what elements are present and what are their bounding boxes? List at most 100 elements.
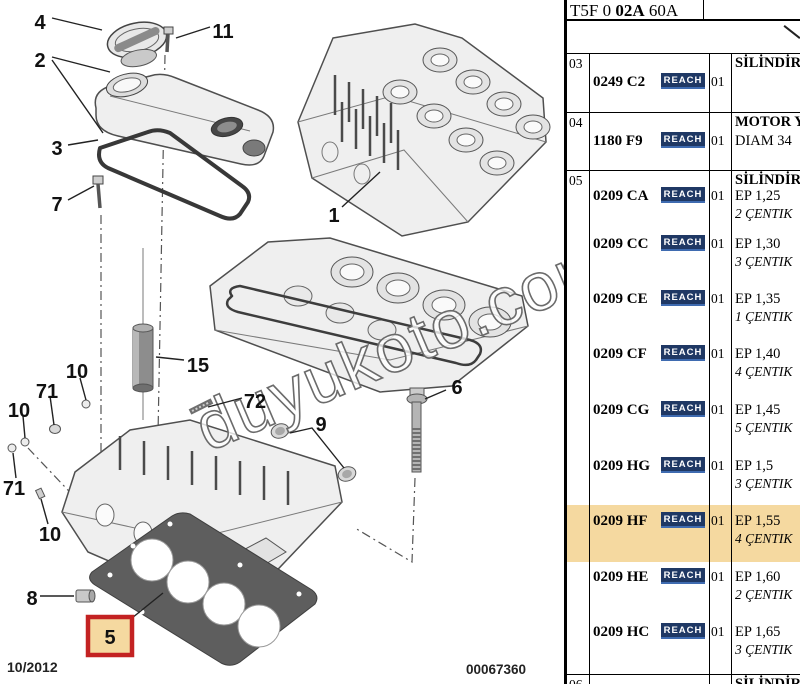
- part-code[interactable]: 0209 CE: [593, 291, 648, 307]
- callout-8[interactable]: 8: [26, 588, 37, 610]
- description-title: SİLİNDİR: [735, 676, 800, 684]
- callout-15[interactable]: 15: [187, 355, 209, 377]
- callout-4[interactable]: 4: [34, 12, 46, 34]
- col-line-qty: [709, 53, 710, 684]
- callout-72[interactable]: 72: [244, 391, 266, 413]
- callout-5[interactable]: 5: [104, 627, 115, 649]
- quantity: 01: [711, 569, 725, 584]
- description-line: 4 ÇENTIK: [735, 364, 793, 379]
- part-code[interactable]: 0209 CF: [593, 346, 647, 362]
- reach-badge[interactable]: REACH: [661, 568, 705, 584]
- description-title: SİLİNDİR K: [735, 172, 800, 188]
- bolt6-axis: [354, 477, 416, 564]
- description-line: EP 1,65: [735, 624, 781, 640]
- part-code[interactable]: 0209 HC: [593, 624, 650, 640]
- row-number: 04: [569, 115, 583, 130]
- part-code[interactable]: 1180 F9: [593, 133, 643, 149]
- quantity: 01: [711, 624, 725, 639]
- description-line: 3 ÇENTIK: [735, 642, 793, 657]
- callout-11[interactable]: 11: [212, 21, 233, 43]
- corner-mark: [783, 25, 800, 39]
- valve-guide-tube: [132, 323, 154, 393]
- description-line: EP 1,35: [735, 291, 781, 307]
- diagram-pane: duyukoto.com 4 2 11 3 7: [3, 12, 627, 677]
- head-bolt-6: [406, 387, 428, 473]
- row-number: 06: [569, 677, 583, 684]
- valve-cover: [94, 72, 275, 166]
- reach-badge[interactable]: REACH: [661, 401, 705, 417]
- description-line: 5 ÇENTIK: [735, 420, 793, 435]
- description-title: MOTOR YA: [735, 114, 800, 130]
- description-line: EP 1,5: [735, 458, 774, 474]
- part-code[interactable]: 0209 HG: [593, 458, 651, 474]
- callout-2[interactable]: 2: [34, 50, 45, 72]
- part-code[interactable]: 0209 CA: [593, 188, 649, 204]
- description-line: 2 ÇENTIK: [735, 587, 793, 602]
- part-code[interactable]: 0209 HF: [593, 513, 648, 529]
- callout-3[interactable]: 3: [51, 138, 62, 160]
- callout-10b[interactable]: 10: [8, 400, 30, 422]
- quantity: 01: [711, 346, 725, 361]
- reach-badge[interactable]: REACH: [661, 345, 705, 361]
- reference-bold: 02A: [615, 1, 645, 20]
- table-left-border: [564, 0, 567, 684]
- callout-71b[interactable]: 71: [3, 478, 25, 500]
- cylinder-head-complete: [297, 23, 551, 237]
- callout-10a[interactable]: 10: [66, 361, 88, 383]
- description-line: 3 ÇENTIK: [735, 254, 793, 269]
- part-code[interactable]: 0249 C2: [593, 74, 646, 90]
- callout-1[interactable]: 1: [328, 205, 339, 227]
- quantity: 01: [711, 291, 725, 306]
- callout-7[interactable]: 7: [51, 194, 62, 216]
- col-line-desc: [731, 53, 732, 684]
- description-line: EP 1,30: [735, 236, 781, 252]
- reach-badge[interactable]: REACH: [661, 73, 705, 89]
- quantity: 01: [711, 458, 725, 473]
- footer-doc-number: 00067360: [466, 662, 527, 677]
- description-line: EP 1,60: [735, 569, 781, 585]
- description-line: EP 1,45: [735, 402, 781, 418]
- quantity: 01: [711, 74, 725, 89]
- exploded-diagram: duyukoto.com 4 2 11 3 7: [3, 12, 626, 666]
- reach-badge[interactable]: REACH: [661, 235, 705, 251]
- reach-badge[interactable]: REACH: [661, 457, 705, 473]
- reach-badge[interactable]: REACH: [661, 512, 705, 528]
- reference-suffix: 60A: [644, 1, 679, 20]
- quantity: 01: [711, 236, 725, 251]
- part-code[interactable]: 0209 CG: [593, 402, 650, 418]
- cover-gasket: [97, 128, 252, 221]
- row-number: 03: [569, 56, 583, 71]
- reference-code: T5F 0 02A 60A: [570, 1, 678, 21]
- quantity: 01: [711, 133, 725, 148]
- callout-10c[interactable]: 10: [39, 524, 61, 546]
- part-code[interactable]: 0209 CC: [593, 236, 649, 252]
- plug-axis: [27, 447, 121, 546]
- row-number: 05: [569, 173, 583, 188]
- col-line-num: [589, 53, 590, 684]
- part-code[interactable]: 0209 HE: [593, 569, 649, 585]
- callout-9[interactable]: 9: [315, 414, 326, 436]
- reach-badge[interactable]: REACH: [661, 623, 705, 639]
- row-divider: [564, 53, 800, 54]
- stud-72: [188, 398, 214, 415]
- quantity: 01: [711, 402, 725, 417]
- header-bottom-border: [564, 19, 800, 21]
- reach-badge[interactable]: REACH: [661, 132, 705, 148]
- camshaft-carrier: [209, 237, 529, 393]
- header-divider: [703, 0, 704, 19]
- leader-lines: [12, 17, 447, 619]
- description-line: 3 ÇENTIK: [735, 476, 793, 491]
- callout-5-box[interactable]: 5: [85, 614, 135, 658]
- callout-6[interactable]: 6: [451, 377, 462, 399]
- callout-71a[interactable]: 71: [36, 381, 58, 403]
- reach-badge[interactable]: REACH: [661, 290, 705, 306]
- quantity: 01: [711, 188, 725, 203]
- reach-badge[interactable]: REACH: [661, 187, 705, 203]
- footer-date: 10/2012: [7, 659, 58, 675]
- row-divider: [564, 112, 800, 113]
- description-line: 4 ÇENTIK: [735, 531, 793, 546]
- row-divider: [564, 170, 800, 171]
- reference-prefix: T5F 0: [570, 1, 616, 20]
- description-title: SİLİNDİR K: [735, 55, 800, 71]
